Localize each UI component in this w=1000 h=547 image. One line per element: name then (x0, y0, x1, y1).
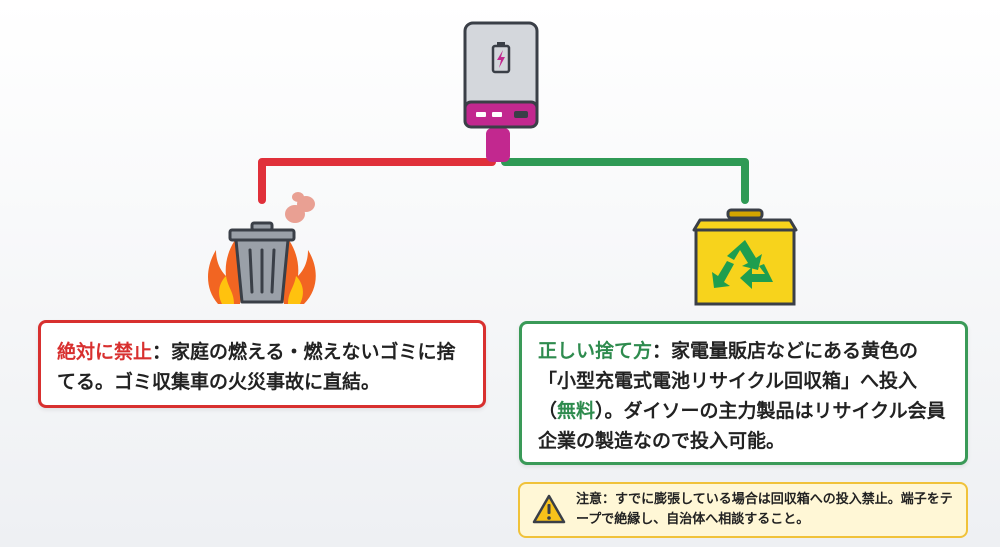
red-connector (258, 131, 496, 204)
burning-trash-can-icon (208, 192, 316, 304)
free-label: 無料 (557, 400, 596, 422)
recycle-box-icon (692, 208, 798, 306)
caution-text: すでに膨張している場合は回収箱への投入禁止。端子をテープで絶縁し、自治体へ相談す… (576, 492, 953, 527)
green-connector (501, 131, 749, 204)
prohibited-text: 家庭の燃える・燃えないゴミに捨てる。ゴミ収集車の火災事故に直結。 (57, 341, 456, 393)
caution-note: 注意：すでに膨張している場合は回収箱への投入禁止。端子をテープで絶縁し、自治体へ… (518, 482, 968, 538)
correct-disposal-box: 正しい捨て方：家電量販店などにある黄色の「小型充電式電池リサイクル回収箱」へ投入… (519, 321, 968, 465)
prohibited-box: 絶対に禁止：家庭の燃える・燃えないゴミに捨てる。ゴミ収集車の火災事故に直結。 (38, 320, 486, 408)
correct-heading: 正しい捨て方 (538, 340, 653, 362)
correct-text-1: 家電量販店などにある黄色の「小型充電式電池リサイクル回収箱」へ投入（ (538, 340, 919, 422)
warning-icon (532, 494, 566, 524)
prohibited-heading: 絶対に禁止 (57, 341, 153, 363)
connector-junction (486, 128, 510, 162)
power-bank-icon (463, 21, 539, 129)
correct-text-2: ）。ダイソーの主力製品はリサイクル会員企業の製造なので投入可能。 (538, 400, 946, 452)
prohibited-separator: ： (152, 341, 172, 363)
caution-label: 注意： (576, 492, 616, 507)
correct-separator: ： (652, 340, 672, 362)
